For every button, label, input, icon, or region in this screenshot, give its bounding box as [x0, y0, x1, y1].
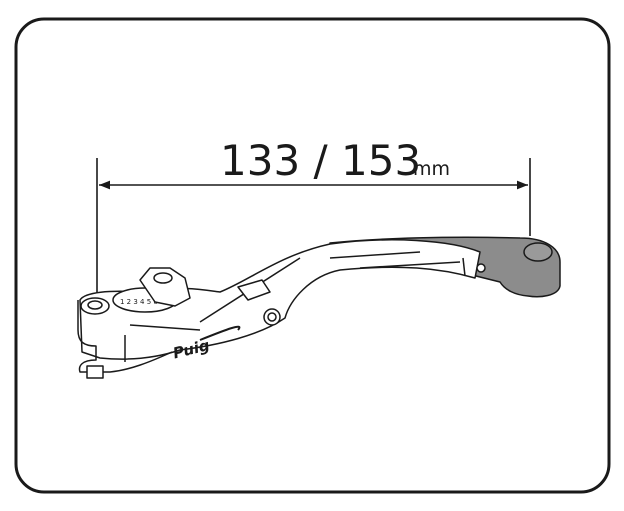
- lever-clamp: [77, 300, 173, 373]
- frame-border: [14, 17, 611, 494]
- tip-hole: [523, 242, 553, 262]
- adjuster-knob: [139, 267, 191, 307]
- adjuster-marks: 1 2 3 4 5 6: [120, 298, 158, 306]
- brake-lever-illustration: 1 2 3 4 5 6 Puig: [77, 236, 561, 379]
- bottom-nut: [86, 365, 104, 379]
- small-hole: [476, 263, 486, 273]
- dimension-unit: mm: [413, 158, 450, 180]
- dimension-value: 133 / 153: [220, 136, 421, 185]
